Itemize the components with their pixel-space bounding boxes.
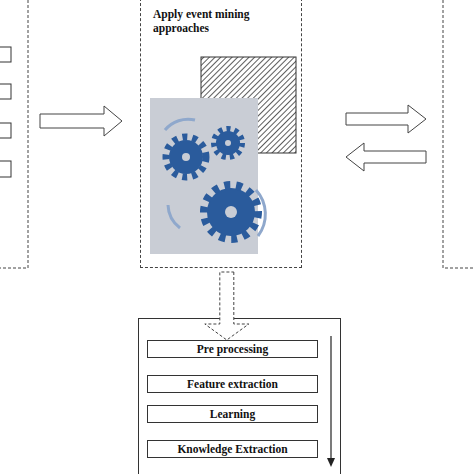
node-text: Feature extraction xyxy=(187,378,278,391)
flow-arrow xyxy=(346,105,426,133)
step-box: Knowledge Extraction xyxy=(147,440,318,458)
small-box xyxy=(0,47,11,62)
gears-illustration xyxy=(166,129,258,239)
motion-arc xyxy=(256,190,265,236)
motion-arc xyxy=(168,205,180,228)
output-box xyxy=(443,0,474,268)
small-box xyxy=(0,161,11,177)
small-box xyxy=(0,84,11,99)
process-box: Apply event mining approaches xyxy=(140,0,302,268)
node-text: Knowledge Extraction xyxy=(177,443,287,456)
sequence-arrow xyxy=(330,336,331,460)
gear-panel xyxy=(150,98,258,254)
step-box: Feature extraction xyxy=(147,375,318,393)
step-box: Learning xyxy=(147,405,318,423)
flow-arrow xyxy=(346,143,426,171)
flow-arrow xyxy=(40,106,122,136)
node-text: Learning xyxy=(210,408,255,421)
input-box xyxy=(0,0,28,268)
step-box: Pre processing xyxy=(147,340,318,358)
motion-arc xyxy=(165,119,195,130)
sequence-arrow-head xyxy=(327,458,335,467)
node-text: Apply event mining approaches xyxy=(153,7,293,35)
steps-container xyxy=(139,319,341,474)
small-box xyxy=(0,123,11,138)
dashed-flow-arrow xyxy=(205,272,249,340)
node-text: Pre processing xyxy=(197,343,268,356)
